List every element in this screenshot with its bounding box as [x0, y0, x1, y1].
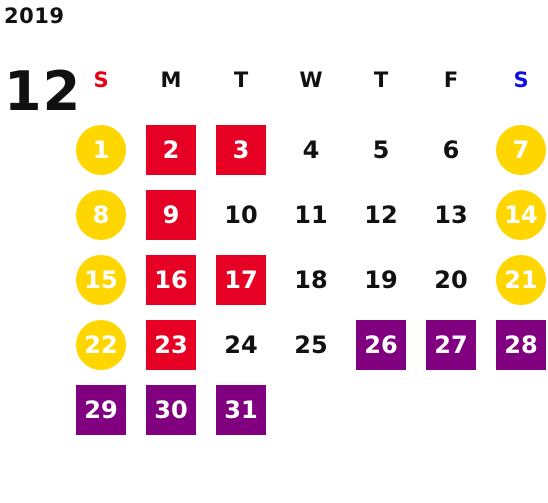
day-cell: 1 — [76, 125, 126, 175]
day-cell: 8 — [76, 190, 126, 240]
day-cell: 25 — [294, 331, 328, 359]
day-cell: 16 — [146, 255, 196, 305]
weekday-sunday: S — [93, 68, 109, 92]
day-cell: 30 — [146, 385, 196, 435]
weekday-saturday: S — [513, 68, 529, 92]
day-cell: 4 — [302, 136, 320, 164]
day-cell: 20 — [434, 266, 468, 294]
day-cell: 10 — [224, 201, 258, 229]
day-cell: 22 — [76, 320, 126, 370]
day-cell: 31 — [216, 385, 266, 435]
day-cell: 27 — [426, 320, 476, 370]
day-cell: 11 — [294, 201, 328, 229]
day-cell: 18 — [294, 266, 328, 294]
weekday-wednesday: W — [299, 68, 323, 92]
day-cell: 6 — [442, 136, 460, 164]
day-cell: 28 — [496, 320, 546, 370]
day-cell: 23 — [146, 320, 196, 370]
day-cell: 17 — [216, 255, 266, 305]
day-cell: 29 — [76, 385, 126, 435]
day-cell: 26 — [356, 320, 406, 370]
day-cell: 13 — [434, 201, 468, 229]
day-cell: 9 — [146, 190, 196, 240]
day-cell: 24 — [224, 331, 258, 359]
day-cell: 21 — [496, 255, 546, 305]
year-label: 2019 — [4, 4, 65, 28]
weekday-tuesday: T — [233, 68, 249, 92]
day-cell: 2 — [146, 125, 196, 175]
day-cell: 5 — [372, 136, 390, 164]
weekday-thursday: T — [373, 68, 389, 92]
day-cell: 3 — [216, 125, 266, 175]
month-number: 12 — [4, 60, 82, 123]
day-cell: 12 — [364, 201, 398, 229]
day-cell: 7 — [496, 125, 546, 175]
weekday-friday: F — [443, 68, 459, 92]
day-cell: 14 — [496, 190, 546, 240]
day-cell: 19 — [364, 266, 398, 294]
weekday-monday: M — [160, 68, 182, 92]
day-cell: 15 — [76, 255, 126, 305]
